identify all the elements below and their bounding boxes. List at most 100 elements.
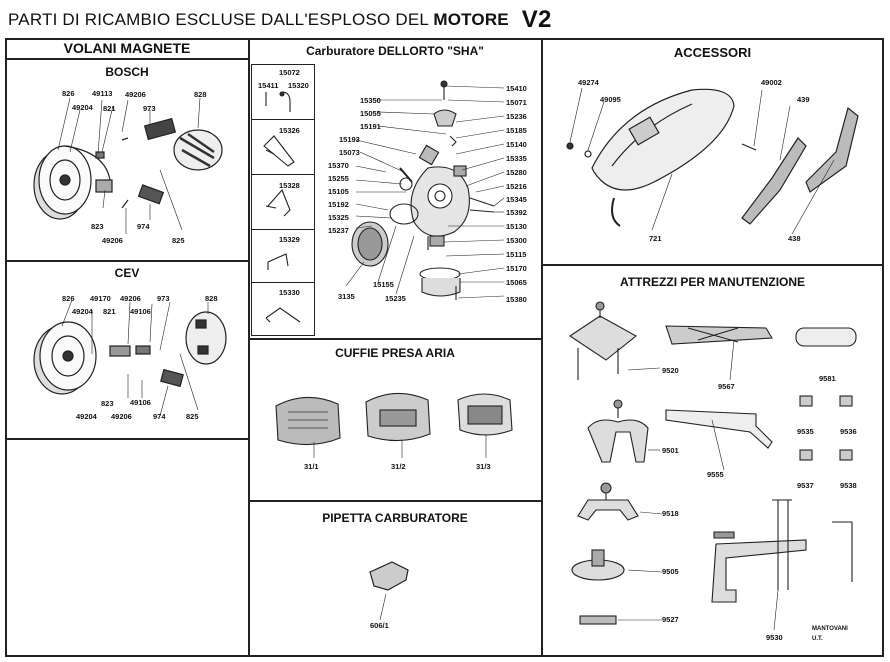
- bosch-label-821: 821: [103, 104, 116, 113]
- cev-label-828: 828: [205, 294, 218, 303]
- cev-label-49204: 49204: [72, 307, 93, 316]
- acc-label-49095: 49095: [600, 95, 621, 104]
- tool-label-9581: 9581: [819, 374, 836, 383]
- carb-label-15105: 15105: [328, 187, 349, 196]
- acc-label-721: 721: [649, 234, 662, 243]
- acc-label-439: 439: [797, 95, 810, 104]
- accessories-drawing: [566, 87, 859, 235]
- cev-label-823: 823: [101, 399, 114, 408]
- carburatore-heading: Carburatore DELLORTO "SHA": [306, 44, 484, 58]
- air-filter-covers-drawing: [275, 392, 513, 458]
- carb-label-15325: 15325: [328, 213, 349, 222]
- tool-label-9527: 9527: [662, 615, 679, 624]
- inset-label-15411: 15411: [258, 81, 279, 90]
- carb-label-15055: 15055: [360, 109, 381, 118]
- cev-label-49206: 49206: [111, 412, 132, 421]
- acc-label-49002: 49002: [761, 78, 782, 87]
- acc-label-49274: 49274: [578, 78, 599, 87]
- divider: [251, 229, 314, 230]
- bosch-label-826: 826: [62, 89, 75, 98]
- page-title: PARTI DI RICAMBIO ESCLUSE DALL'ESPLOSO D…: [8, 6, 552, 34]
- inset-label-15326: 15326: [279, 126, 300, 135]
- tool-label-9501: 9501: [662, 446, 679, 455]
- pipetta-label-606-1: 606/1: [370, 621, 389, 630]
- cuffia-label-31-1: 31/1: [304, 462, 319, 471]
- divider: [5, 260, 249, 262]
- title-model: V2: [521, 6, 552, 33]
- tool-label-9518: 9518: [662, 509, 679, 518]
- carburettor-inset-panel: [251, 64, 315, 336]
- inset-label-15072: 15072: [279, 68, 300, 77]
- carb-label-15193: 15193: [339, 135, 360, 144]
- carb-label-15350: 15350: [360, 96, 381, 105]
- cuffie-heading: CUFFIE PRESA ARIA: [335, 346, 455, 360]
- cev-label-826: 826: [62, 294, 75, 303]
- carb-label-15335: 15335: [506, 154, 527, 163]
- inset-label-15320: 15320: [288, 81, 309, 90]
- carb-label-15140: 15140: [506, 140, 527, 149]
- carb-label-15192: 15192: [328, 200, 349, 209]
- tool-label-9536: 9536: [840, 427, 857, 436]
- bosch-label-828: 828: [194, 90, 207, 99]
- cev-label-825: 825: [186, 412, 199, 421]
- carburettor-pipe-drawing: [369, 561, 409, 621]
- bosch-label-49206: 49206: [102, 236, 123, 245]
- divider: [541, 264, 884, 266]
- carb-label-15237: 15237: [328, 226, 349, 235]
- tool-label-9538: 9538: [840, 481, 857, 490]
- tool-label-9530: 9530: [766, 633, 783, 642]
- cev-label-974: 974: [153, 412, 166, 421]
- carb-label-15380: 15380: [506, 295, 527, 304]
- carb-label-15191: 15191: [360, 122, 381, 131]
- divider: [5, 58, 249, 60]
- bosch-label-49204: 49204: [72, 103, 93, 112]
- carb-label-15071: 15071: [506, 98, 527, 107]
- carb-label-15185: 15185: [506, 126, 527, 135]
- tool-label-9537: 9537: [797, 481, 814, 490]
- cev-label-49106: 49106: [130, 398, 151, 407]
- stamp-mantovani: MANTOVANI: [812, 626, 848, 632]
- bosch-label-823: 823: [91, 222, 104, 231]
- carburettor-exploded-drawing: [345, 80, 505, 300]
- bosch-label-974: 974: [137, 222, 150, 231]
- sheet-frame: [5, 38, 884, 657]
- attrezzi-heading: ATTREZZI PER MANUTENZIONE: [619, 275, 806, 289]
- carb-label-15280: 15280: [506, 168, 527, 177]
- volani-heading: VOLANI MAGNETE: [63, 40, 191, 56]
- cev-flywheel-drawing: [33, 299, 227, 417]
- pipetta-heading: PIPETTA CARBURATORE: [322, 511, 468, 525]
- accessori-heading: ACCESSORI: [673, 45, 752, 60]
- bosch-heading: BOSCH: [105, 65, 149, 79]
- tool-label-9535: 9535: [797, 427, 814, 436]
- carb-label-15216: 15216: [506, 182, 527, 191]
- inset-label-15328: 15328: [279, 181, 300, 190]
- cev-label-821: 821: [103, 307, 116, 316]
- title-prefix: PARTI DI RICAMBIO ESCLUSE DALL'ESPLOSO D…: [8, 10, 429, 29]
- divider: [5, 438, 249, 440]
- title-motore: MOTORE: [433, 10, 509, 29]
- cev-label-49206: 49206: [120, 294, 141, 303]
- carb-label-15300: 15300: [506, 236, 527, 245]
- carb-label-3135: 3135: [338, 292, 355, 301]
- bosch-label-973: 973: [143, 104, 156, 113]
- carb-label-15236: 15236: [506, 112, 527, 121]
- bosch-label-49113: 49113: [92, 89, 113, 98]
- cev-label-973: 973: [157, 294, 170, 303]
- carb-label-15073: 15073: [339, 148, 360, 157]
- tool-label-9520: 9520: [662, 366, 679, 375]
- cuffia-label-31-3: 31/3: [476, 462, 491, 471]
- cuffia-label-31-2: 31/2: [391, 462, 406, 471]
- carb-label-15235: 15235: [385, 294, 406, 303]
- divider: [248, 338, 542, 340]
- inset-label-15330: 15330: [279, 288, 300, 297]
- cev-heading: CEV: [114, 266, 140, 280]
- bosch-label-825: 825: [172, 236, 185, 245]
- carb-label-15410: 15410: [506, 84, 527, 93]
- acc-label-438: 438: [788, 234, 801, 243]
- tool-label-9505: 9505: [662, 567, 679, 576]
- divider: [541, 38, 543, 657]
- carb-label-15115: 15115: [506, 250, 527, 259]
- stamp-ut: U.T.: [812, 636, 823, 642]
- tool-label-9555: 9555: [707, 470, 724, 479]
- carb-label-15255: 15255: [328, 174, 349, 183]
